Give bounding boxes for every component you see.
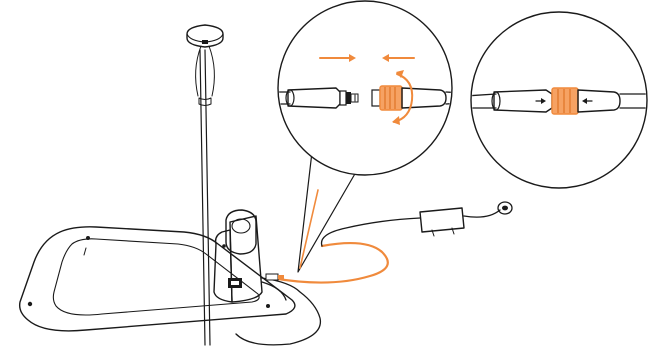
screw-hole	[86, 236, 90, 240]
zoom-bubble-connected	[465, 12, 651, 188]
low-voltage-cable	[236, 278, 320, 345]
screw-hole	[266, 304, 270, 308]
coupling-nut-joined	[552, 88, 578, 114]
extension-cable	[272, 243, 388, 282]
zoom-bubble-disconnected	[270, 1, 462, 175]
charging-post	[214, 210, 262, 302]
power-adapter	[420, 202, 512, 236]
screw-hole	[222, 244, 226, 248]
screw-hole	[28, 302, 32, 306]
coupling-nut	[380, 86, 402, 110]
gps-antenna	[187, 25, 223, 47]
antenna-mast	[196, 46, 215, 345]
charging-station-base	[20, 227, 295, 331]
